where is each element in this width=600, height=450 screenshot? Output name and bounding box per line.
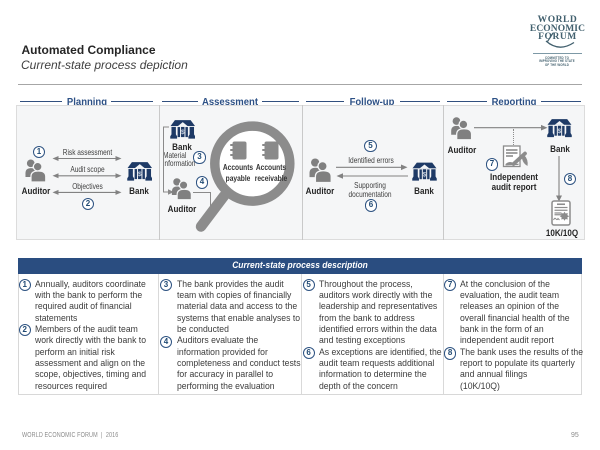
- svg-text:$: $: [557, 128, 561, 135]
- svg-text:$: $: [137, 171, 141, 178]
- svg-text:$: $: [180, 129, 184, 136]
- svg-text:$: $: [422, 171, 426, 178]
